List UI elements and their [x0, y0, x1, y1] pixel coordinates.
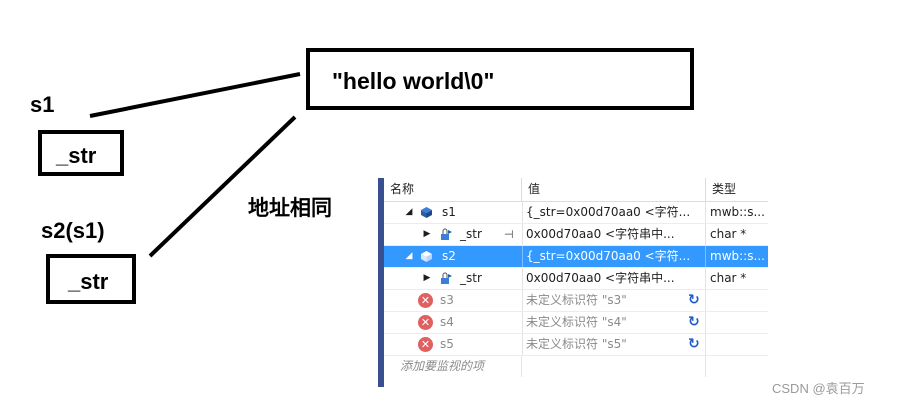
expand-icon[interactable]: ▶: [423, 229, 431, 239]
watch-row-s4[interactable]: ✕ s4 未定义标识符 "s4" ↻: [384, 312, 768, 334]
watch-value-text: 未定义标识符 "s5": [526, 337, 627, 351]
watch-value: {_str=0x00d70aa0 <字符...: [522, 246, 706, 267]
object-icon: [421, 207, 432, 218]
collapse-icon[interactable]: ◢: [405, 251, 413, 261]
string-value: "hello world\0": [332, 68, 495, 94]
watch-name: _str: [460, 271, 482, 285]
watch-row-s2-str[interactable]: ▶ _str 0x00d70aa0 <字符串中... char *: [384, 268, 768, 290]
watch-name: s1: [442, 205, 456, 219]
watch-value: 未定义标识符 "s5" ↻: [522, 334, 706, 355]
watch-add-row[interactable]: 添加要监视的项: [384, 356, 768, 377]
s1-str-label: _str: [56, 143, 97, 168]
watch-name: s3: [440, 293, 454, 307]
watch-row-s5[interactable]: ✕ s5 未定义标识符 "s5" ↻: [384, 334, 768, 356]
watch-type: char *: [710, 227, 747, 241]
watch-value: 未定义标识符 "s3" ↻: [522, 290, 706, 311]
watch-type: [706, 312, 768, 333]
error-icon: ✕: [418, 337, 433, 352]
pin-icon[interactable]: ⊣: [504, 228, 514, 241]
error-icon: ✕: [418, 293, 433, 308]
s1-label: s1: [30, 92, 55, 117]
watch-value: 未定义标识符 "s4" ↻: [522, 312, 706, 333]
watch-value: 0x00d70aa0 <字符串中...: [522, 224, 706, 245]
field-lock-icon: [441, 272, 452, 284]
s2-to-string-line: [148, 115, 297, 258]
watch-value: {_str=0x00d70aa0 <字符...: [522, 202, 706, 223]
watch-header: 名称 值 类型: [384, 178, 768, 202]
watch-type: mwb::s...: [710, 249, 765, 263]
refresh-icon[interactable]: ↻: [688, 292, 700, 308]
expand-icon[interactable]: ▶: [423, 273, 431, 283]
watch-type: mwb::s...: [710, 205, 765, 219]
column-header-type[interactable]: 类型: [712, 182, 737, 196]
watch-row-s2[interactable]: ◢ s2 {_str=0x00d70aa0 <字符... mwb::s...: [384, 246, 768, 268]
s2-str-label: _str: [68, 269, 109, 294]
s1-str-box: _str: [38, 130, 124, 176]
watch-name: s2: [442, 249, 456, 263]
watermark: CSDN @袁百万: [772, 381, 865, 396]
s2-label: s2(s1): [41, 218, 105, 243]
watch-type: [706, 290, 768, 311]
s1-to-string-line: [89, 72, 301, 118]
watch-name: s4: [440, 315, 454, 329]
error-icon: ✕: [418, 315, 433, 330]
watch-row-s1[interactable]: ◢ s1 {_str=0x00d70aa0 <字符... mwb::s...: [384, 202, 768, 224]
watch-type: char *: [710, 271, 747, 285]
collapse-icon[interactable]: ◢: [405, 207, 413, 217]
same-address-label: 地址相同: [248, 196, 332, 220]
watch-row-s3[interactable]: ✕ s3 未定义标识符 "s3" ↻: [384, 290, 768, 312]
watch-window: 名称 值 类型 ◢ s1 {_str=0x00d70aa0 <字符... mwb…: [378, 178, 768, 387]
watch-name: _str: [460, 227, 482, 241]
watch-name: s5: [440, 337, 454, 351]
object-icon: [421, 251, 432, 262]
column-header-name[interactable]: 名称: [384, 178, 522, 201]
watch-type: [706, 334, 768, 355]
watch-row-s1-str[interactable]: ▶ _str ⊣ 0x00d70aa0 <字符串中... char *: [384, 224, 768, 246]
column-header-value[interactable]: 值: [522, 178, 706, 201]
refresh-icon[interactable]: ↻: [688, 336, 700, 352]
string-box: "hello world\0": [306, 48, 694, 110]
refresh-icon[interactable]: ↻: [688, 314, 700, 330]
watch-value-text: 未定义标识符 "s3": [526, 293, 627, 307]
watch-value-text: 未定义标识符 "s4": [526, 315, 627, 329]
add-watch-input[interactable]: 添加要监视的项: [384, 356, 522, 377]
field-lock-icon: [441, 228, 452, 240]
s2-str-box: _str: [46, 254, 136, 304]
watch-value: 0x00d70aa0 <字符串中...: [522, 268, 706, 289]
